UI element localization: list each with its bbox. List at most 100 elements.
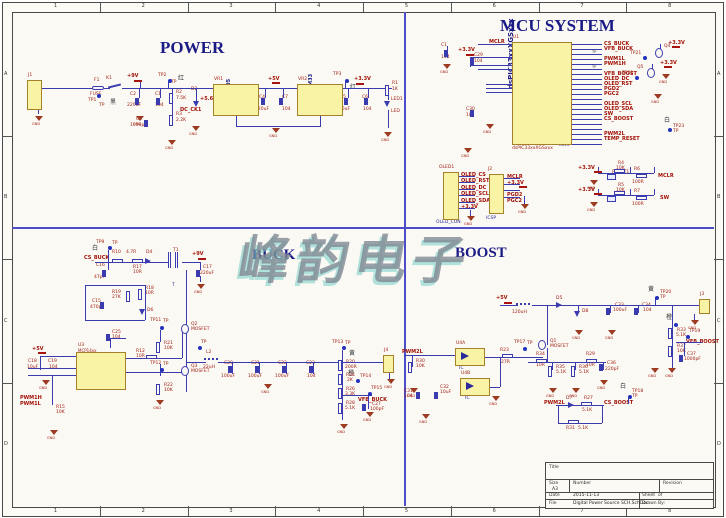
- border-tick: [626, 506, 628, 516]
- gnd-label: GND: [665, 374, 674, 378]
- border-tick: [187, 506, 189, 516]
- schematic-label: C23: [306, 361, 315, 366]
- schematic-label: 5.1K: [345, 406, 356, 411]
- schematic-label: OLED_RST: [461, 178, 490, 185]
- number-label: Number: [573, 481, 592, 486]
- wire: [528, 362, 606, 363]
- gnd-label: GND: [407, 394, 416, 398]
- schematic-label: TP: [171, 80, 177, 85]
- wire: [145, 285, 146, 320]
- wire: [259, 88, 297, 89]
- schematic-label: 1000pF: [684, 357, 701, 362]
- gnd-label: GND: [381, 138, 390, 142]
- resv-symbol: [138, 289, 142, 300]
- gnd-label: GND: [47, 436, 56, 440]
- cap-symbol: [144, 120, 148, 127]
- schematic-label: 104: [155, 103, 164, 108]
- gnd-symbol: [600, 380, 608, 385]
- schematic-label: U1: [513, 35, 520, 40]
- gnd-symbol: [197, 284, 205, 289]
- schematic-label: D7: [566, 396, 573, 401]
- cap-symbol: [100, 302, 104, 309]
- gnd-symbol: [443, 64, 451, 69]
- schematic-label: C21: [251, 361, 260, 366]
- wire: [42, 88, 92, 89]
- schematic-label: 1000pF: [130, 123, 147, 128]
- power-rail-symbol: [594, 193, 602, 195]
- border-tick: [538, 2, 540, 12]
- schematic-label: U3: [78, 343, 85, 348]
- res-symbol: [614, 191, 625, 195]
- schematic-label: +3.3V: [668, 40, 685, 46]
- schematic-label: 5.1K: [582, 408, 593, 413]
- schematic-label: ICSP: [486, 216, 497, 221]
- gnd-label: GND: [483, 130, 492, 134]
- schematic-label: 5.1K: [556, 370, 567, 375]
- wire: [470, 210, 471, 218]
- wire: [52, 375, 53, 405]
- size-value: A3: [552, 487, 558, 492]
- resv-symbol: [668, 346, 672, 357]
- mcu-section-title: MCU SYSTEM: [500, 16, 615, 35]
- gnd-label: GND: [269, 134, 278, 138]
- test-point: [345, 79, 349, 83]
- schematic-label: 10R: [136, 354, 145, 359]
- wire: [572, 64, 602, 65]
- wire: [388, 110, 389, 128]
- schematic-label: 10K: [677, 349, 686, 354]
- gnd-symbol: [422, 414, 430, 419]
- gnd-symbol: [467, 216, 475, 221]
- schematic-label: PGC2: [507, 198, 522, 204]
- resv-symbol: [156, 384, 160, 395]
- schematic-label: CS_BUCK: [604, 41, 630, 47]
- schematic-label: PGD2: [507, 192, 523, 198]
- dzv-symbol: [574, 311, 580, 317]
- gnd-symbol: [272, 128, 280, 133]
- wire: [459, 188, 475, 190]
- schematic-label: MCP14xx: [78, 348, 97, 353]
- schematic-label: TP2: [158, 73, 167, 78]
- cap-symbol: [634, 308, 638, 315]
- schematic-label: 1K: [392, 87, 398, 92]
- gnd-label: GND: [194, 290, 203, 294]
- test-point: [342, 346, 346, 350]
- dio-symbol: [556, 302, 562, 308]
- schematic-label: 104: [404, 394, 413, 399]
- schematic-label: 120uH: [512, 310, 527, 315]
- schematic-label: TP18: [632, 389, 644, 394]
- schematic-label: 104: [441, 55, 450, 60]
- gnd-label: GND: [133, 122, 142, 126]
- border-tick: [187, 2, 189, 12]
- ic-box: [460, 378, 490, 396]
- schematic-label: C2: [130, 92, 137, 97]
- wire: [368, 88, 369, 98]
- test-point: [108, 246, 112, 250]
- schematic-label: TP: [99, 103, 105, 108]
- border-tick: [450, 506, 452, 516]
- wire: [572, 114, 602, 115]
- test-point: [523, 347, 527, 351]
- dio-symbol: [145, 258, 151, 264]
- schematic-label: CS_BUCK: [84, 255, 110, 261]
- gnd-symbol: [192, 126, 200, 131]
- schematic-label: C18: [28, 359, 37, 364]
- wire: [490, 387, 500, 388]
- ind-symbol: [204, 358, 218, 362]
- schematic-label: C37: [687, 352, 696, 357]
- gnd-symbol: [384, 132, 392, 137]
- wire: [598, 189, 599, 195]
- gnd-symbol: [50, 430, 58, 435]
- schematic-label: Q3: [191, 364, 198, 369]
- power-rail-symbol: [198, 258, 206, 260]
- gnd-symbol: [590, 202, 598, 207]
- buck-section-title: BUCK: [252, 247, 296, 263]
- cap-symbol: [470, 58, 474, 65]
- cap-symbol: [106, 334, 110, 341]
- wire: [552, 362, 553, 370]
- border-ref-label: 6: [492, 507, 496, 514]
- test-point: [668, 128, 672, 132]
- wire: [459, 208, 475, 209]
- wire: [504, 178, 520, 179]
- wire: [140, 80, 141, 88]
- wire: [470, 57, 512, 58]
